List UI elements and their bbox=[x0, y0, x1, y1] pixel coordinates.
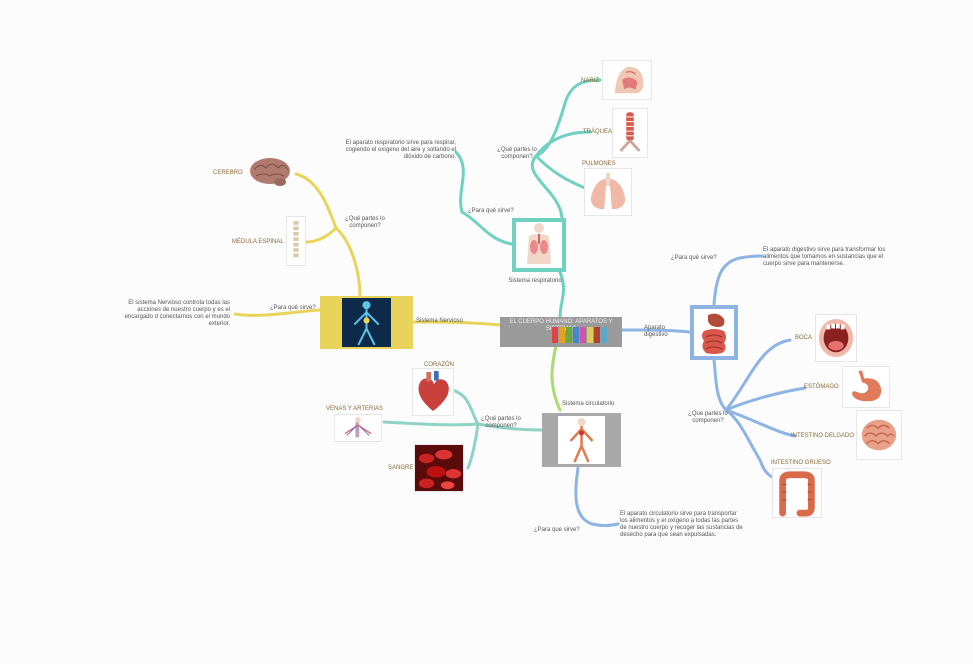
part-traquea-label: TRÁQUEA bbox=[583, 129, 613, 135]
digestive-question-parts: ¿Que partes lo componen? bbox=[688, 411, 728, 424]
link-nervous-use bbox=[233, 308, 322, 317]
link-circulatory-parts bbox=[476, 422, 544, 432]
heart-image bbox=[412, 368, 454, 416]
spine-icon bbox=[293, 221, 299, 258]
part-pulmones-label: PULMONES bbox=[582, 161, 616, 167]
nervous-body-icon bbox=[342, 298, 391, 347]
veins-image bbox=[334, 414, 382, 442]
link-digestive-use bbox=[712, 254, 764, 306]
link-central-digestive bbox=[620, 328, 692, 334]
blood-cells-icon bbox=[415, 445, 463, 491]
circulatory-label: Sistema circulatorio bbox=[562, 401, 615, 407]
link-respiratory-parts bbox=[530, 78, 602, 220]
link-circulatory-use bbox=[574, 466, 620, 527]
digestive-label: Aparato digestivo bbox=[644, 325, 668, 338]
trachea-image bbox=[612, 108, 648, 158]
circulatory-answer: El aparato circulatorio sirve para trans… bbox=[620, 511, 743, 538]
link-parts-small-intestine bbox=[724, 408, 797, 438]
brain-image bbox=[246, 154, 294, 190]
link-parts-stomach bbox=[724, 386, 807, 412]
organ-systems-icon bbox=[552, 327, 607, 343]
link-central-circulatory bbox=[550, 344, 562, 412]
nervous-node[interactable] bbox=[320, 296, 413, 349]
central-node[interactable]: EL CUERPO HUMANO: APARATOS Y SISTEMAS bbox=[500, 317, 622, 347]
link-parts-mouth bbox=[724, 338, 792, 412]
mouth-icon bbox=[818, 318, 854, 358]
circulatory-node[interactable] bbox=[542, 413, 621, 467]
circulatory-question-use: ¿Para que sirve? bbox=[534, 527, 580, 533]
circulatory-body-icon bbox=[558, 416, 605, 464]
link-digestive-parts bbox=[712, 358, 782, 482]
blood-image bbox=[414, 444, 464, 492]
mouth-image bbox=[815, 314, 857, 362]
respiratory-question-parts: ¿Qué partes lo componen? bbox=[497, 147, 537, 160]
respiratory-answer: El aparato respiratorio sirve para respi… bbox=[345, 140, 456, 160]
circulatory-question-parts: ¿Qué partes lo componen? bbox=[481, 416, 521, 429]
link-parts-trachea bbox=[534, 130, 592, 158]
link-central-respiratory bbox=[558, 270, 566, 320]
respiratory-body-icon bbox=[516, 222, 562, 268]
link-parts-lungs bbox=[534, 154, 592, 192]
digestive-body-icon bbox=[694, 309, 734, 356]
brain-icon bbox=[250, 158, 290, 186]
heart-icon bbox=[418, 371, 449, 412]
nervous-question-parts: ¿Qué partes lo componen? bbox=[345, 216, 385, 229]
link-parts-heart bbox=[450, 388, 480, 426]
nervous-answer: El sistema Nervioso controla todas las a… bbox=[124, 300, 230, 327]
link-parts-veins bbox=[382, 420, 480, 427]
stomach-image bbox=[842, 366, 890, 408]
spine-image bbox=[286, 216, 306, 266]
part-boca-label: BOCA bbox=[795, 335, 813, 341]
lungs-icon bbox=[590, 172, 626, 210]
stomach-icon bbox=[852, 370, 882, 402]
part-corazon-label: CORAZÓN bbox=[424, 362, 454, 368]
part-intestino-delgado-label: INTESTINO DELGADO bbox=[791, 433, 855, 439]
trachea-icon bbox=[619, 112, 641, 152]
nose-image bbox=[602, 60, 652, 100]
part-medula-label: MÉDULA ESPINAL bbox=[232, 239, 284, 245]
nervous-question-use: ¿Para qué sirve? bbox=[270, 305, 316, 311]
respiratory-node[interactable] bbox=[512, 218, 566, 272]
respiratory-label: Sistema respiratorio bbox=[508, 278, 562, 284]
link-parts-blood bbox=[466, 422, 480, 470]
veins-icon bbox=[344, 416, 372, 438]
digestive-question-use: ¿Para qué sirve? bbox=[671, 255, 717, 261]
part-cerebro-label: CEREBRO bbox=[213, 170, 243, 176]
part-intestino-grueso-label: INTESTINO GRUESO bbox=[771, 460, 831, 466]
nervous-label: Sistema Nervioso bbox=[416, 318, 464, 324]
part-nariz-label: NARIZ bbox=[581, 78, 599, 84]
lungs-image bbox=[584, 168, 632, 216]
digestive-node[interactable] bbox=[690, 305, 738, 360]
link-central-nervous bbox=[410, 320, 502, 327]
digestive-answer: El aparato digestivo sirve para transfor… bbox=[763, 247, 886, 267]
part-venas-label: VENAS Y ARTERIAS bbox=[326, 406, 384, 412]
small-intestine-image bbox=[856, 410, 902, 460]
large-intestine-icon bbox=[779, 471, 815, 517]
large-intestine-image bbox=[772, 468, 822, 518]
part-estomago-label: ESTÓMAGO bbox=[804, 384, 839, 390]
link-respiratory-use bbox=[454, 150, 514, 246]
part-sangre-label: SANGRE bbox=[388, 465, 414, 471]
link-parts-spine bbox=[304, 226, 338, 244]
nose-icon bbox=[614, 66, 644, 94]
small-intestine-icon bbox=[861, 419, 897, 451]
respiratory-question-use: ¿Para qué sirve? bbox=[468, 208, 514, 214]
